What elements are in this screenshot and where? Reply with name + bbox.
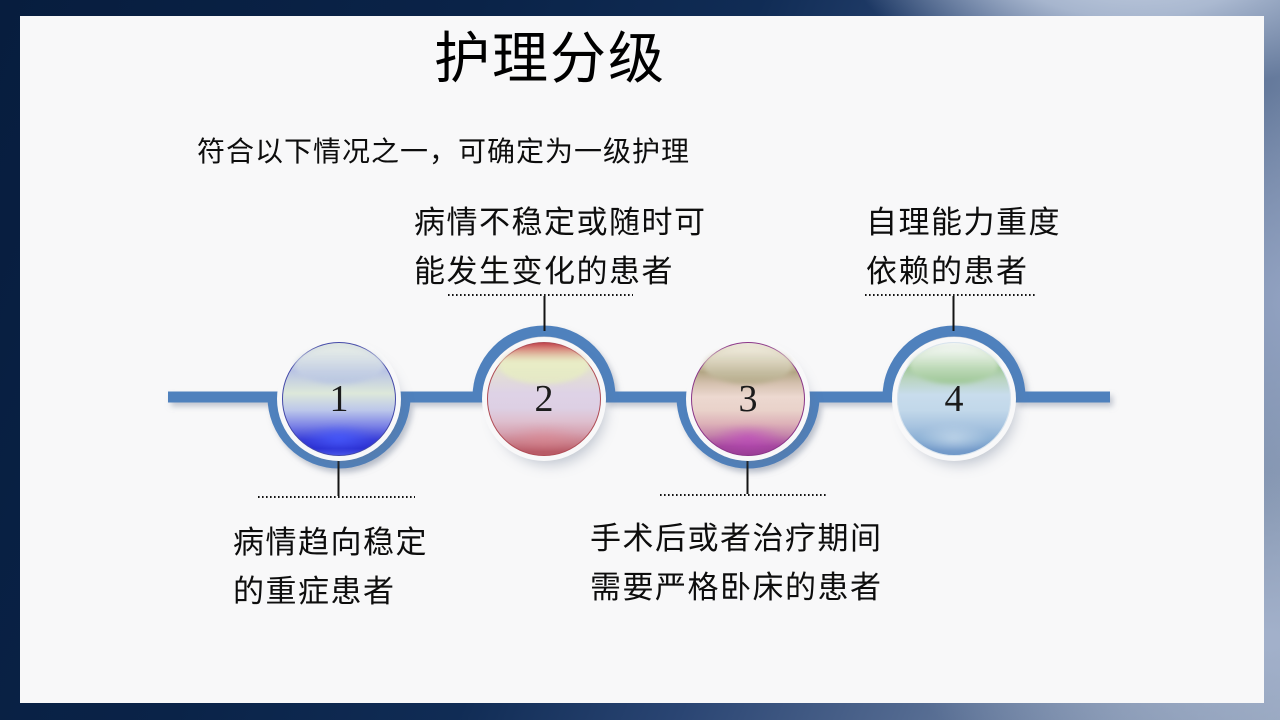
timeline-label-3-line2: 需要严格卧床的患者 — [590, 570, 883, 605]
timeline-label-1: 病情趋向稳定 的重症患者 — [233, 518, 428, 616]
page-title: 护理分级 — [434, 29, 666, 91]
timeline-sphere-2: 2 — [487, 342, 601, 456]
sphere-number-2: 2 — [534, 378, 554, 420]
sphere-number-3: 3 — [738, 378, 758, 420]
slide-subtitle: 符合以下情况之一，可确定为一级护理 — [197, 137, 691, 168]
timeline-label-1-line2: 的重症患者 — [233, 574, 396, 609]
timeline-label-2-line1: 病情不稳定或随时可 — [414, 205, 707, 240]
timeline-label-4: 自理能力重度 依赖的患者 — [866, 198, 1061, 296]
timeline-label-4-line2: 依赖的患者 — [866, 254, 1029, 289]
timeline-sphere-3: 3 — [691, 342, 805, 456]
timeline-label-2: 病情不稳定或随时可 能发生变化的患者 — [414, 198, 707, 296]
slide-canvas: 护理分级 符合以下情况之一，可确定为一级护理 1 2 3 — [20, 16, 1264, 703]
sphere-number-4: 4 — [944, 378, 964, 420]
timeline-label-1-line1: 病情趋向稳定 — [233, 525, 428, 560]
timeline-label-4-line1: 自理能力重度 — [866, 205, 1061, 240]
timeline-line — [168, 325, 1110, 469]
timeline-label-3: 手术后或者治疗期间 需要严格卧床的患者 — [590, 514, 883, 612]
sphere-number-1: 1 — [329, 378, 349, 420]
timeline-label-3-line1: 手术后或者治疗期间 — [590, 521, 883, 556]
timeline-sphere-1: 1 — [282, 342, 396, 456]
timeline-label-2-line2: 能发生变化的患者 — [414, 254, 674, 289]
timeline-graphic — [168, 294, 1110, 498]
timeline-sphere-4: 4 — [897, 342, 1011, 456]
